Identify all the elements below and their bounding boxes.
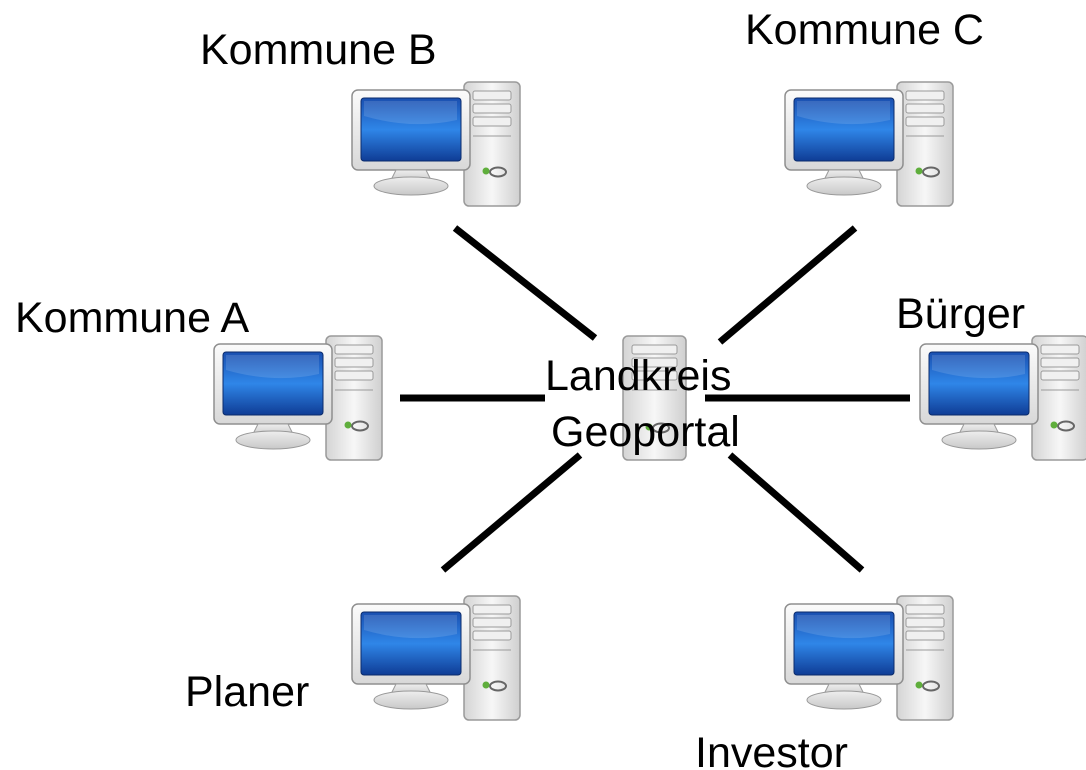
- desktop-computer-icon: [919, 335, 1086, 461]
- hub-label-line2: Geoportal: [551, 408, 740, 456]
- link-kommune-b: [452, 225, 598, 341]
- hub-label-line1: Landkreis: [545, 352, 731, 400]
- desktop-computer-icon: [351, 81, 521, 207]
- link-kommune-c: [717, 225, 858, 345]
- desktop-computer-icon: [784, 81, 954, 207]
- desktop-computer-icon: [784, 595, 954, 721]
- node-label-kommune-a: Kommune A: [15, 294, 250, 342]
- desktop-computer-icon: [213, 335, 383, 461]
- server-tower-icon: [622, 335, 687, 461]
- node-label-planer: Planer: [185, 668, 309, 716]
- node-label-investor: Investor: [695, 729, 848, 770]
- desktop-computer-icon: [351, 595, 521, 721]
- node-label-kommune-c: Kommune C: [745, 6, 984, 54]
- node-label-buerger: Bürger: [896, 290, 1025, 338]
- link-planer: [440, 452, 583, 573]
- link-investor: [727, 452, 865, 573]
- node-label-kommune-b: Kommune B: [200, 26, 437, 74]
